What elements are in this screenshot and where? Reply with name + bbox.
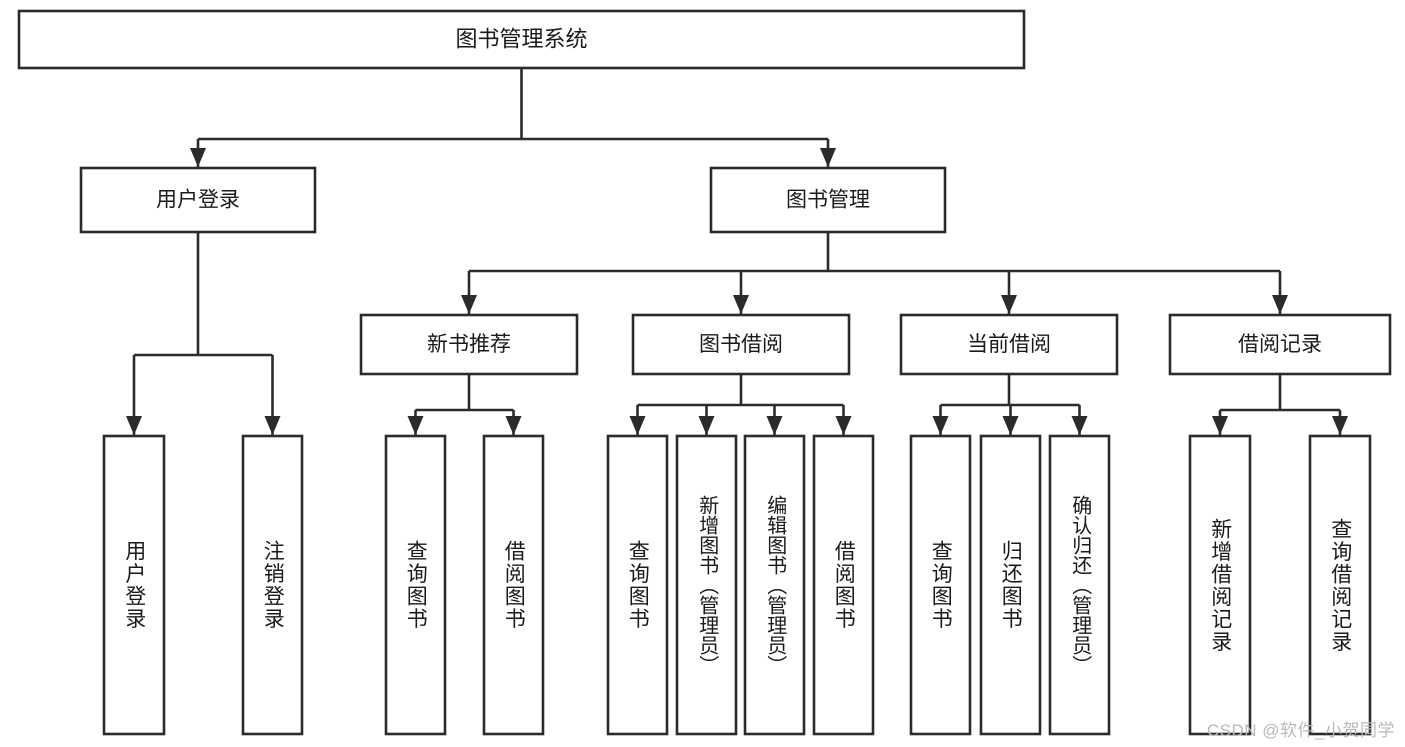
node-label: 用户登录 [156, 189, 240, 212]
node-box[interactable] [17, 9, 1026, 70]
node-box[interactable] [1048, 434, 1111, 736]
arrow-head-icon [932, 416, 949, 435]
arrow-head-icon [126, 416, 142, 435]
node-l3-借阅记录[interactable]: 借阅记录 [1168, 313, 1392, 376]
node-box[interactable] [241, 434, 304, 736]
arrow-head-icon [1001, 295, 1017, 314]
node-box[interactable] [709, 166, 947, 234]
node-leaf-借阅图书[interactable] [812, 434, 875, 736]
arrow-head-icon [629, 416, 646, 435]
node-l2-用户登录[interactable]: 用户登录 [79, 166, 317, 234]
node-leaf-查询图书[interactable] [606, 434, 669, 736]
node-label: 当前借阅 [967, 333, 1051, 356]
arrow-head-icon [766, 416, 783, 435]
node-leaf-用户登录[interactable] [102, 434, 166, 736]
node-leaf-编辑图书管理员[interactable] [743, 434, 806, 736]
node-box[interactable] [384, 434, 447, 736]
arrow-head-icon [1212, 416, 1228, 435]
node-box[interactable] [482, 434, 545, 736]
node-box[interactable] [102, 434, 166, 736]
node-box[interactable] [631, 313, 851, 376]
arrow-head-icon [407, 416, 424, 435]
arrow-head-icon [820, 148, 836, 167]
node-box[interactable] [675, 434, 738, 736]
node-box[interactable] [899, 313, 1119, 376]
arrow-head-icon [698, 416, 715, 435]
arrow-head-icon [1071, 416, 1088, 435]
node-box[interactable] [606, 434, 669, 736]
arrow-head-icon [461, 295, 477, 314]
node-box[interactable] [1168, 313, 1392, 376]
node-box[interactable] [1308, 434, 1372, 736]
arrow-head-icon [264, 416, 281, 435]
node-l3-图书借阅[interactable]: 图书借阅 [631, 313, 851, 376]
node-box[interactable] [743, 434, 806, 736]
arrow-head-icon [1002, 416, 1019, 435]
node-l2-图书管理[interactable]: 图书管理 [709, 166, 947, 234]
arrow-head-icon [190, 148, 206, 167]
node-box[interactable] [1188, 434, 1252, 736]
node-leaf-归还图书[interactable] [979, 434, 1042, 736]
node-leaf-新增图书管理员[interactable] [675, 434, 738, 736]
node-leaf-查询借阅记录[interactable] [1308, 434, 1372, 736]
node-label: 图书管理 [786, 189, 870, 212]
node-l3-新书推荐[interactable]: 新书推荐 [359, 313, 579, 376]
node-label: 借阅记录 [1238, 333, 1322, 356]
node-label: 新书推荐 [427, 333, 511, 356]
node-leaf-确认归还管理员[interactable] [1048, 434, 1111, 736]
arrow-head-icon [1332, 416, 1348, 435]
connector-lines [126, 68, 1348, 435]
csdn-watermark: CSDN @软件_小贺同学 [1206, 721, 1395, 740]
node-box[interactable] [79, 166, 317, 234]
node-leaf-新增借阅记录[interactable] [1188, 434, 1252, 736]
node-box[interactable] [909, 434, 972, 736]
arrow-head-icon [505, 416, 522, 435]
node-label: 图书管理系统 [455, 26, 587, 51]
node-box[interactable] [359, 313, 579, 376]
node-leaf-查询图书[interactable] [384, 434, 447, 736]
arrow-head-icon [1272, 295, 1288, 314]
node-l3-当前借阅[interactable]: 当前借阅 [899, 313, 1119, 376]
node-leaf-查询图书[interactable] [909, 434, 972, 736]
node-root-图书管理系统[interactable]: 图书管理系统 [17, 9, 1026, 70]
arrow-head-icon [835, 416, 852, 435]
node-leaf-借阅图书[interactable] [482, 434, 545, 736]
node-leaf-注销登录[interactable] [241, 434, 304, 736]
node-box[interactable] [979, 434, 1042, 736]
arrow-head-icon [733, 295, 749, 314]
node-box[interactable] [812, 434, 875, 736]
node-label: 图书借阅 [699, 333, 783, 356]
